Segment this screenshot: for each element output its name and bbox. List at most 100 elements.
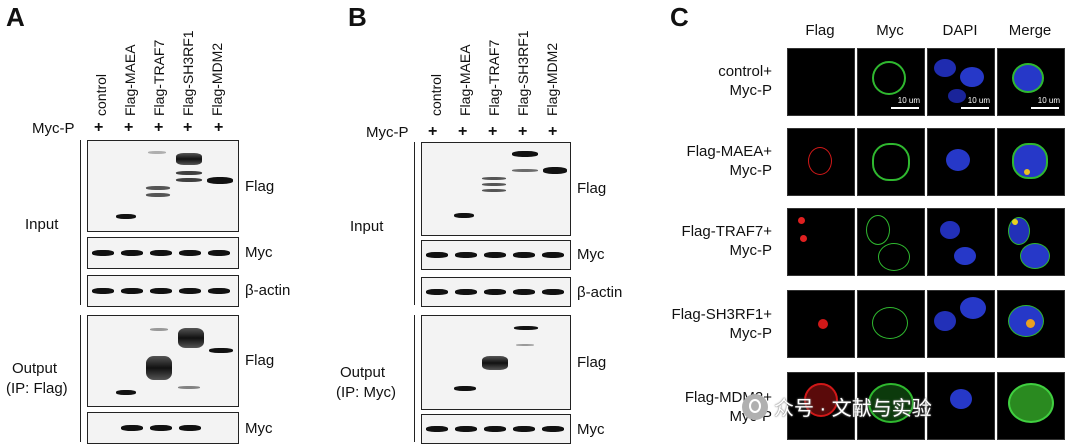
band <box>176 171 202 175</box>
cell-stain <box>872 307 908 339</box>
ip-myc-label: (IP: Myc) <box>336 384 396 401</box>
blot-a-actin <box>87 275 239 307</box>
row-label-line2: Myc-P <box>729 242 773 259</box>
col-header-flag: Flag <box>805 22 835 39</box>
nucleus <box>950 389 972 409</box>
image-mdm2-flag <box>787 372 855 440</box>
cell-stain <box>808 147 832 175</box>
band <box>176 153 202 165</box>
colocalization <box>1024 169 1030 175</box>
scale-bar <box>1031 107 1059 109</box>
image-control-myc: 10 um <box>857 48 925 116</box>
watermark-text: 众号 · 文献与实验 <box>774 398 932 420</box>
ip-flag-label: (IP: Flag) <box>6 380 68 397</box>
band <box>150 250 172 256</box>
plus-b-4: + <box>518 123 528 140</box>
band <box>121 425 143 431</box>
nucleus <box>940 221 960 239</box>
plus-a-1: + <box>94 119 104 136</box>
blot-a-input-myc <box>87 237 239 269</box>
band <box>121 250 143 256</box>
cell-stain <box>872 143 910 181</box>
myc-p-label-a: Myc-P <box>32 120 75 137</box>
band <box>512 151 538 157</box>
row-label-line1: control+ <box>718 63 772 80</box>
plus-b-2: + <box>458 123 468 140</box>
image-maea-merge <box>997 128 1065 196</box>
lane-label-traf7: Flag-TRAF7 <box>486 39 502 116</box>
myc-label-b1: Myc <box>577 246 605 263</box>
blot-b-actin <box>421 277 571 307</box>
plus-a-2: + <box>124 119 134 136</box>
band <box>121 288 143 294</box>
cell-stain <box>872 61 906 95</box>
band <box>455 426 477 432</box>
band <box>209 348 233 353</box>
row-label-line2: Myc-P <box>729 82 773 99</box>
band <box>178 328 204 348</box>
band <box>116 390 136 395</box>
scale-bar <box>891 107 919 109</box>
nucleus <box>1020 243 1050 269</box>
nucleus <box>1012 63 1044 93</box>
image-sh3rf1-flag <box>787 290 855 358</box>
image-mdm2-dapi <box>927 372 995 440</box>
cell-stain <box>1008 383 1054 423</box>
blot-b-output-flag <box>421 315 571 410</box>
row-label-control: control+ Myc-P <box>612 62 772 100</box>
image-maea-flag <box>787 128 855 196</box>
band <box>150 425 172 431</box>
scale-label: 10 um <box>1037 96 1060 105</box>
col-header-dapi: DAPI <box>942 22 978 39</box>
lane-label-maea: Flag-MAEA <box>122 44 138 116</box>
nucleus <box>954 247 976 265</box>
puncta <box>800 235 807 242</box>
nucleus <box>934 59 956 77</box>
band <box>92 250 114 256</box>
plus-b-3: + <box>488 123 498 140</box>
input-label-b: Input <box>350 218 384 235</box>
band <box>92 288 114 294</box>
lane-label-mdm2: Flag-MDM2 <box>544 42 560 116</box>
myc-label-a2: Myc <box>245 420 273 437</box>
flag-label-b1: Flag <box>577 180 607 197</box>
row-label-line1: Flag-SH3RF1+ <box>671 306 772 323</box>
image-maea-myc <box>857 128 925 196</box>
band <box>513 426 535 432</box>
band <box>455 252 477 258</box>
nucleus <box>946 149 970 171</box>
flag-label-a2: Flag <box>245 352 275 369</box>
image-traf7-myc <box>857 208 925 276</box>
band <box>542 289 564 295</box>
band <box>516 344 534 346</box>
scale-label: 10 um <box>897 96 920 105</box>
lane-label-control: control <box>428 73 444 116</box>
plus-a-5: + <box>214 119 224 136</box>
band <box>512 169 538 172</box>
band <box>426 252 448 258</box>
image-control-dapi: 10 um <box>927 48 995 116</box>
band <box>176 178 202 182</box>
watermark-logo-icon <box>742 393 768 420</box>
flag-label-a1: Flag <box>245 178 275 195</box>
puncta <box>818 319 828 329</box>
row-label-line2: Myc-P <box>729 325 773 342</box>
band <box>542 426 564 432</box>
image-maea-dapi <box>927 128 995 196</box>
image-control-flag <box>787 48 855 116</box>
band <box>207 177 233 184</box>
plus-b-5: + <box>548 123 558 140</box>
plus-a-4: + <box>183 119 193 136</box>
band <box>179 250 201 256</box>
scale-label: 10 um <box>967 96 990 105</box>
blot-a-input-flag <box>87 140 239 232</box>
plus-b-1: + <box>428 123 438 140</box>
colocalization <box>1012 219 1018 225</box>
band <box>178 386 200 389</box>
cell-stain <box>878 243 910 271</box>
col-header-merge: Merge <box>1008 22 1052 39</box>
band <box>208 250 230 256</box>
image-sh3rf1-myc <box>857 290 925 358</box>
panel-a-letter: A <box>6 2 25 32</box>
lane-label-maea: Flag-MAEA <box>457 44 473 116</box>
